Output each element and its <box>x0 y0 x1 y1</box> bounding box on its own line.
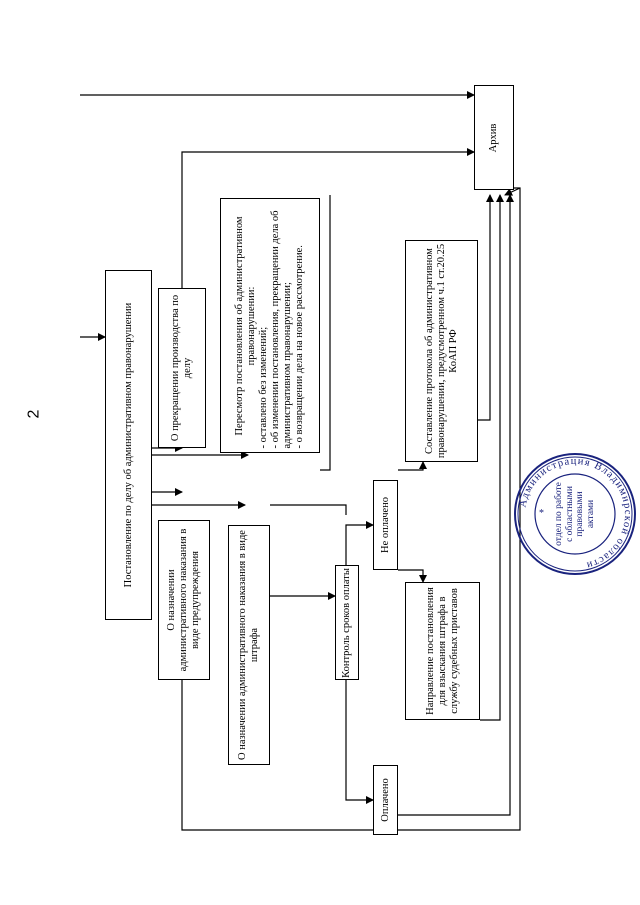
warning-box: О назначении административного наказания… <box>158 520 210 680</box>
connector-control-paid <box>345 680 374 804</box>
ruling-label: Постановление по делу об административно… <box>122 302 134 588</box>
connector-bailiffs-archive <box>480 194 504 721</box>
stamp-inner-text: отдел по работе с областными правовыми а… <box>554 482 596 546</box>
connector-control-notpaid <box>345 521 374 565</box>
paid-box: Оплачено <box>373 765 398 835</box>
svg-text:*: * <box>539 508 544 519</box>
ruling-box: Постановление по делу об административно… <box>105 270 152 620</box>
stamp-seal: Администрация Владимирской области * <box>514 453 636 575</box>
review-box: Пересмотр постановления об административ… <box>220 198 320 453</box>
review-content: Пересмотр постановления об административ… <box>234 203 306 448</box>
not-paid-label: Не оплачено <box>379 496 391 554</box>
connector-paid-archive <box>398 194 514 816</box>
connector-terminate-archive <box>181 148 475 288</box>
review-item: - об изменении постановления, прекращени… <box>270 210 293 448</box>
connector-notpaid-protocol <box>398 461 427 471</box>
fine-label: О назначении административного наказания… <box>237 530 260 760</box>
protocol-box: Составление протокола об административно… <box>405 240 478 462</box>
not-paid-box: Не оплачено <box>373 480 398 570</box>
connector-warning-archive-arrow <box>504 187 521 196</box>
connector-protocol-archive <box>478 194 494 421</box>
archive-box: Архив <box>474 85 514 190</box>
page-number: 2 <box>25 409 43 419</box>
connector-review-bottom <box>320 195 331 471</box>
connector-warning-archive <box>181 187 521 831</box>
archive-label: Архив <box>488 123 499 152</box>
paid-label: Оплачено <box>379 778 391 822</box>
warning-label: О назначении административного наказания… <box>166 528 201 672</box>
review-item: - оставлено без изменений; <box>258 326 269 448</box>
connector-notpaid-bailiffs <box>398 569 427 583</box>
official-stamp: Администрация Владимирской области * отд… <box>511 450 639 578</box>
connector-fine-control <box>270 504 347 515</box>
bailiffs-box: Направление постановления для взыскания … <box>405 582 480 720</box>
fine-box: О назначении административного наказания… <box>228 525 270 765</box>
bailiffs-label: Направление постановления для взыскания … <box>424 587 460 715</box>
control-box: Контроль сроков оплаты <box>335 565 359 680</box>
terminate-label: О прекращении производства по делу <box>170 294 193 442</box>
control-label: Контроль сроков оплаты <box>341 567 352 678</box>
review-item: - о возвращении дела на новое рассмотрен… <box>294 244 305 448</box>
protocol-label: Составление протокола об административно… <box>423 243 459 459</box>
review-title: Пересмотр постановления об административ… <box>234 215 257 436</box>
terminate-box: О прекращении производства по делу <box>158 288 206 448</box>
